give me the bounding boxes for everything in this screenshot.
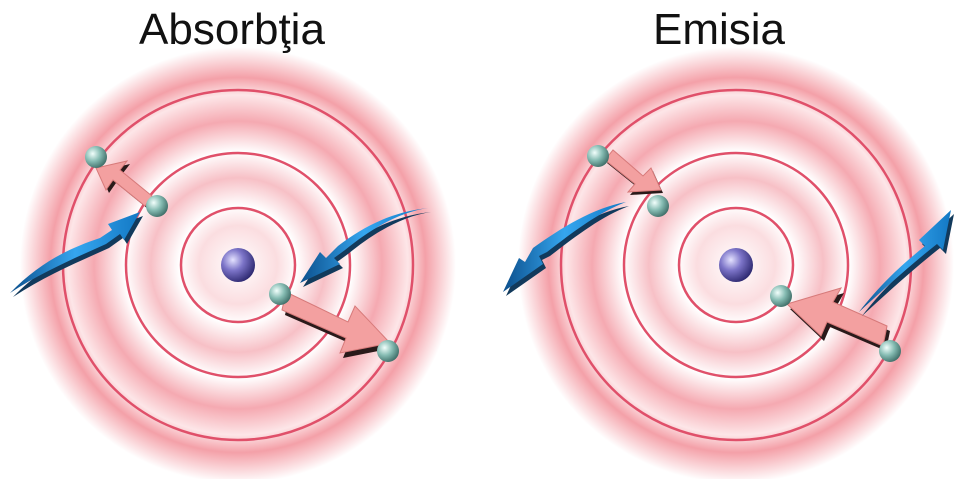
- photon-outgoing-right-icon: [859, 210, 954, 316]
- emission-panel: Emisia: [481, 0, 961, 479]
- nucleus-icon: [719, 248, 753, 282]
- orbit-2: [124, 151, 352, 379]
- orbit-1: [179, 206, 297, 324]
- electron-inner-lower-icon: [770, 285, 792, 307]
- photon-incoming-right-icon: [300, 208, 431, 287]
- orbit-1: [677, 206, 795, 324]
- emission-atom-diagram: [503, 47, 954, 479]
- electron-outer-upper-icon: [85, 146, 107, 168]
- electron-inner-upper-icon: [146, 195, 168, 217]
- panel-title: Absorbţia: [139, 5, 325, 54]
- transition-arrow-upper-icon: [604, 149, 663, 195]
- panel-title: Emisia: [652, 5, 786, 54]
- transition-arrow-lower-icon: [786, 287, 890, 351]
- transition-arrow-inner-icon: [281, 291, 393, 358]
- transition-arrow-outer-icon: [95, 160, 155, 209]
- electron-inner-upper-icon: [647, 195, 669, 217]
- electron-outer-lower-icon: [879, 340, 901, 362]
- photon-incoming-left-icon: [10, 212, 143, 297]
- electron-outer-lower-icon: [377, 340, 399, 362]
- nucleus-icon: [221, 248, 255, 282]
- absorption-panel: Absorbţia: [0, 0, 480, 479]
- electron-outer-upper-icon: [587, 145, 609, 167]
- orbit-2: [622, 151, 850, 379]
- electron-inner-lower-icon: [269, 283, 291, 305]
- photon-outgoing-left-icon: [503, 202, 629, 296]
- absorption-atom-diagram: [10, 47, 456, 479]
